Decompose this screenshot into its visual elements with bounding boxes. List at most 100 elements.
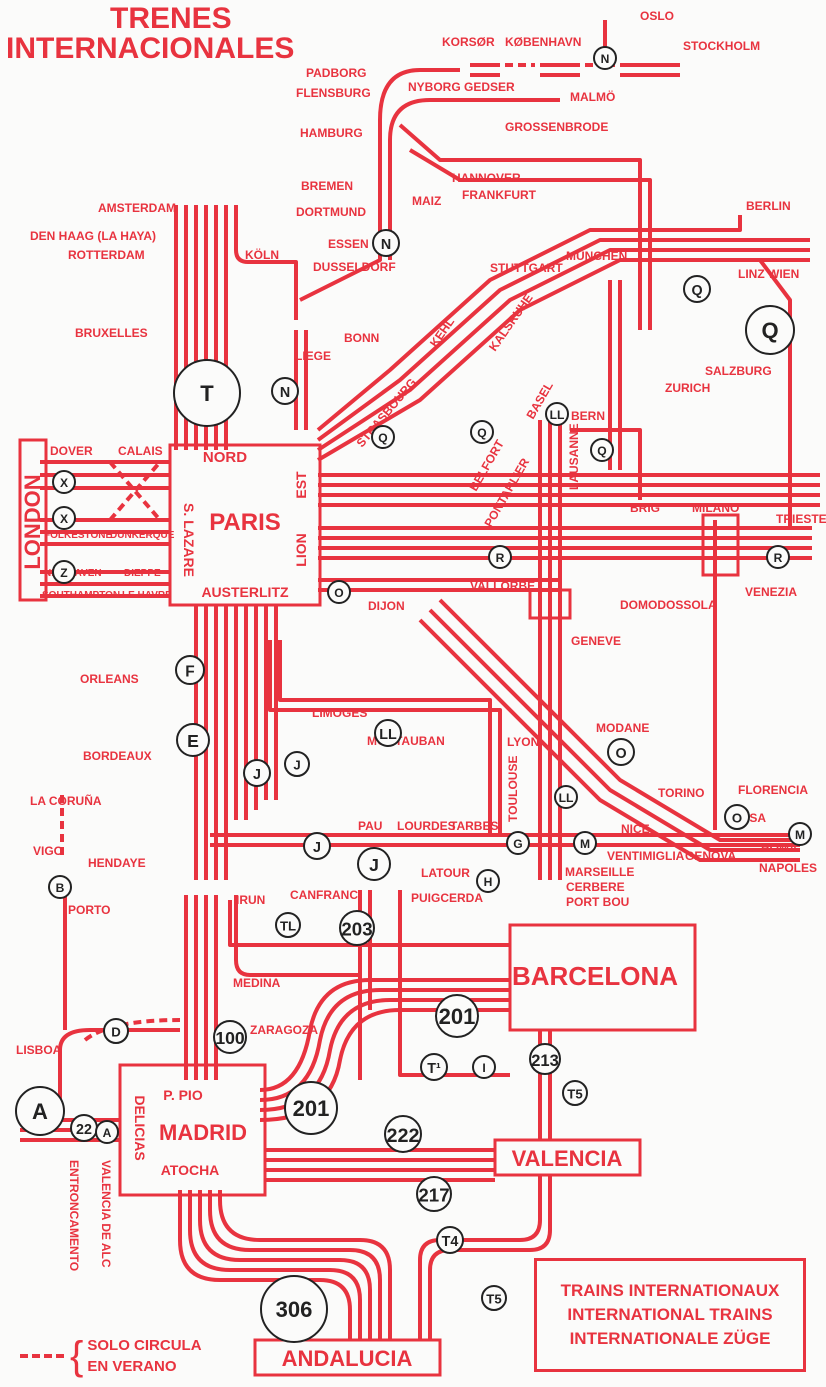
train-code-c201b-circle <box>284 1081 338 1135</box>
train-code-ll2: LL <box>379 727 397 743</box>
train-code-j4-circle <box>357 847 391 881</box>
train-code-c222-circle <box>384 1115 422 1153</box>
train-code-q2: Q <box>477 426 486 440</box>
station-liege: LIEGE <box>295 349 331 363</box>
train-code-a2: A <box>103 1126 112 1140</box>
madrid-box-label: MADRID <box>159 1120 247 1145</box>
station-puigcerda: PUIGCERDA <box>411 891 483 905</box>
station-torino: TORINO <box>658 786 704 800</box>
train-code-x1-circle <box>52 470 76 494</box>
train-code-q1: Q <box>378 431 387 445</box>
summer-line-2: EN VERANO <box>87 1358 177 1375</box>
train-code-e-circle <box>176 723 210 757</box>
train-code-c100: 100 <box>215 1028 245 1048</box>
station-linz-wien: LINZ WIEN <box>738 267 799 281</box>
station-southampton: SOUTHAMPTON <box>42 590 120 601</box>
station-la-coruna: LA CORUÑA <box>30 793 102 808</box>
train-code-a1: A <box>32 1099 48 1124</box>
station-marseille: MARSEILLE <box>565 865 634 879</box>
station-oslo: OSLO <box>640 9 674 23</box>
train-code-t-circle <box>173 359 241 427</box>
summer-line-1: SOLO CIRCULA <box>87 1337 202 1354</box>
station-orleans: ORLEANS <box>80 672 139 686</box>
train-code-x2: X <box>60 512 68 526</box>
train-code-f-circle <box>175 655 205 685</box>
train-code-q5: Q <box>761 318 778 343</box>
train-code-m1-circle <box>573 831 597 855</box>
train-code-ll3-circle <box>554 785 578 809</box>
train-code-t1-circle <box>420 1053 448 1081</box>
london-box-label: LONDON <box>20 474 45 569</box>
legend-line-2: INTERNATIONAL TRAINS <box>567 1305 773 1324</box>
train-code-t5b-circle <box>481 1285 507 1311</box>
station-entroncamento: ENTRONCAMENTO <box>67 1160 81 1271</box>
train-code-j1: J <box>253 767 261 783</box>
train-code-tl-circle <box>275 912 301 938</box>
station-stuttgart: STUTTGART <box>490 261 563 275</box>
train-code-j2: J <box>293 757 300 772</box>
station-napoles: NAPOLES <box>759 861 817 875</box>
train-code-j4: J <box>369 855 379 875</box>
train-code-x2-circle <box>52 506 76 530</box>
station-stockholm: STOCKHOLM <box>683 39 760 53</box>
train-code-g-circle <box>506 831 530 855</box>
brace-symbol: { <box>70 1334 84 1378</box>
train-code-o2: O <box>615 746 626 762</box>
train-code-q3: Q <box>597 444 606 458</box>
station-canfranc: CANFRANC <box>290 888 358 902</box>
train-code-t5b: T5 <box>486 1291 501 1306</box>
train-code-i-circle <box>472 1055 496 1079</box>
station-irun: IRUN <box>236 893 265 907</box>
train-code-z-circle <box>52 560 76 584</box>
station-cerbere: CERBERE <box>566 880 625 894</box>
station-port-bou: PORT BOU <box>566 895 629 909</box>
station-hannover: HANNOVER <box>452 171 521 185</box>
map-title: TRENES INTERNACIONALES <box>6 4 294 64</box>
station-dusseldorf: DUSSELDORF <box>313 260 396 274</box>
station-tarbes: TARBES <box>450 819 498 833</box>
train-code-o3-circle <box>724 804 750 830</box>
station-dieppe: DIEPPE <box>124 568 161 579</box>
station-vallorbe: VALLORBE <box>470 579 535 593</box>
station-lisboa: LISBOA <box>16 1043 62 1057</box>
station-lausanne: LAUSANNE <box>567 423 581 490</box>
train-code-c306: 306 <box>276 1297 313 1322</box>
train-code-n1-circle <box>593 46 617 70</box>
station-bern: BERN <box>571 409 605 423</box>
train-code-i: I <box>482 1061 485 1075</box>
train-code-q2-circle <box>470 420 494 444</box>
train-code-m2: M <box>795 828 805 842</box>
train-code-n2: N <box>381 237 391 253</box>
station-essen: ESSEN <box>328 237 369 251</box>
train-code-r1-circle <box>488 545 512 569</box>
train-code-t4: T4 <box>442 1234 459 1250</box>
station-le-havre: LE HAVRE <box>122 590 172 601</box>
paris-austerlitz-label: AUSTERLITZ <box>201 584 289 600</box>
station-geneve: GENEVE <box>571 634 621 648</box>
station-labels: OSLO KORSØR KØBENHAVN STOCKHOLM PADBORG … <box>16 9 826 1271</box>
train-code-ll2-circle <box>374 719 402 747</box>
train-code-r2: R <box>774 551 783 565</box>
train-code-n3: N <box>280 385 290 401</box>
train-code-j2-circle <box>284 751 310 777</box>
legend-line-3: INTERNATIONALE ZÜGE <box>569 1329 771 1348</box>
station-grossenbrode: GROSSENBRODE <box>505 120 608 134</box>
train-code-c22: 22 <box>76 1122 92 1138</box>
station-bordeaux: BORDEAUX <box>83 749 152 763</box>
station-vigo: VIGO <box>33 844 63 858</box>
barcelona-box-label: BARCELONA <box>512 961 678 991</box>
train-code-c100-circle <box>213 1020 247 1054</box>
train-code-t5a: T5 <box>567 1086 582 1101</box>
train-code-t: T <box>200 381 214 406</box>
station-venezia: VENEZIA <box>745 585 797 599</box>
station-koln: KÖLN <box>245 247 279 262</box>
train-code-e: E <box>187 731 199 751</box>
station-dijon: DIJON <box>368 599 405 613</box>
station-nice: NICE <box>621 822 650 836</box>
station-maiz: MAIZ <box>412 194 441 208</box>
train-code-t4-circle <box>436 1226 464 1254</box>
train-code-b: B <box>56 881 65 895</box>
train-code-q5-circle <box>745 305 795 355</box>
station-dortmund: DORTMUND <box>296 205 366 219</box>
